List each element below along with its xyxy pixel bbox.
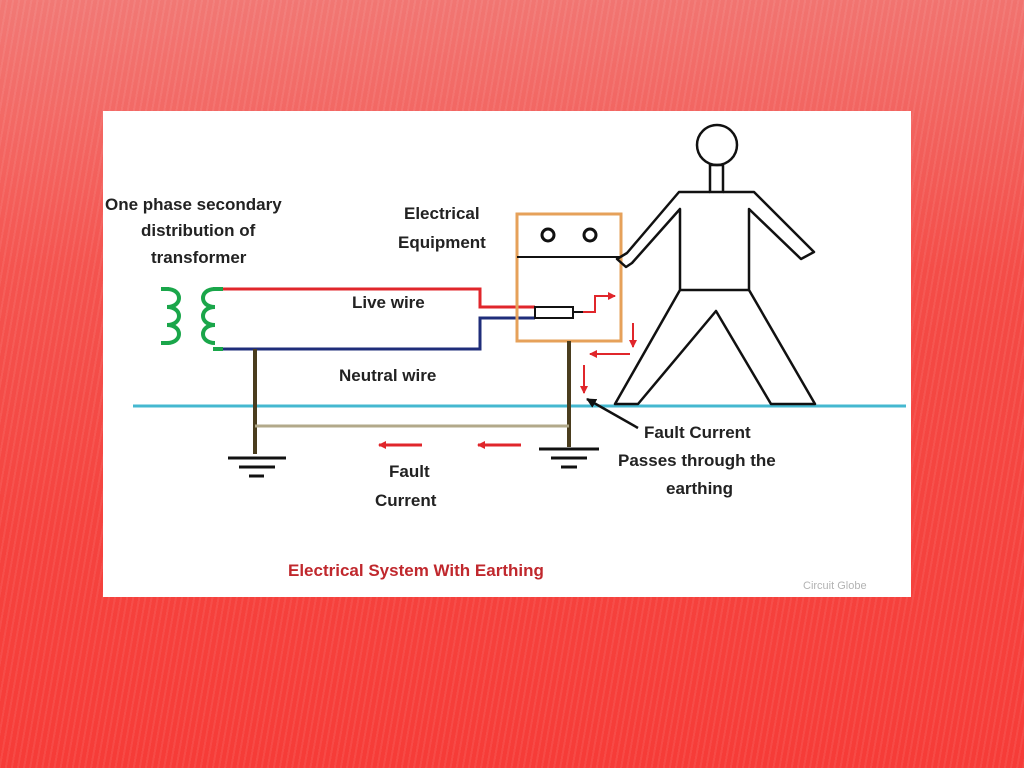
- earthing-diagram: One phase secondary distribution of tran…: [105, 123, 906, 592]
- earthing-pointer-arrow: [586, 397, 639, 430]
- live-wire: [223, 287, 535, 309]
- source-credit: Circuit Globe: [803, 580, 867, 592]
- label-neutral-wire: Neutral wire: [339, 366, 436, 385]
- label-transformer-line1: One phase secondary: [105, 195, 282, 214]
- transformer-ground-symbol: [228, 456, 286, 478]
- equipment-enclosure: [515, 212, 623, 343]
- label-fault-line1: Fault: [389, 462, 430, 481]
- neutral-wire: [223, 316, 535, 351]
- equipment-socket-left: [540, 227, 556, 243]
- diagram-caption: Electrical System With Earthing: [288, 561, 544, 580]
- fault-arrow-up-right: [583, 292, 616, 313]
- label-earthing-line2: Passes through the: [618, 451, 776, 470]
- person-figure: [613, 123, 817, 406]
- diagram-card: One phase secondary distribution of tran…: [103, 111, 911, 597]
- equipment-ground-symbol: [539, 447, 599, 469]
- person-neck: [708, 163, 725, 194]
- label-earthing-line1: Fault Current: [644, 423, 751, 442]
- label-transformer-line2: distribution of: [141, 221, 256, 240]
- transformer-primary-coil: [166, 287, 181, 345]
- label-equipment-line2: Equipment: [398, 233, 486, 252]
- equipment-resistor: [534, 306, 574, 319]
- transformer-secondary-coil: [201, 287, 216, 345]
- label-earthing-line3: earthing: [666, 479, 733, 498]
- label-transformer-line3: transformer: [151, 248, 247, 267]
- person-body-outline: [613, 190, 817, 406]
- equipment-socket-right: [582, 227, 598, 243]
- label-live-wire: Live wire: [352, 293, 425, 312]
- person-head: [695, 123, 739, 167]
- label-fault-line2: Current: [375, 491, 437, 510]
- label-equipment-line1: Electrical: [404, 204, 480, 223]
